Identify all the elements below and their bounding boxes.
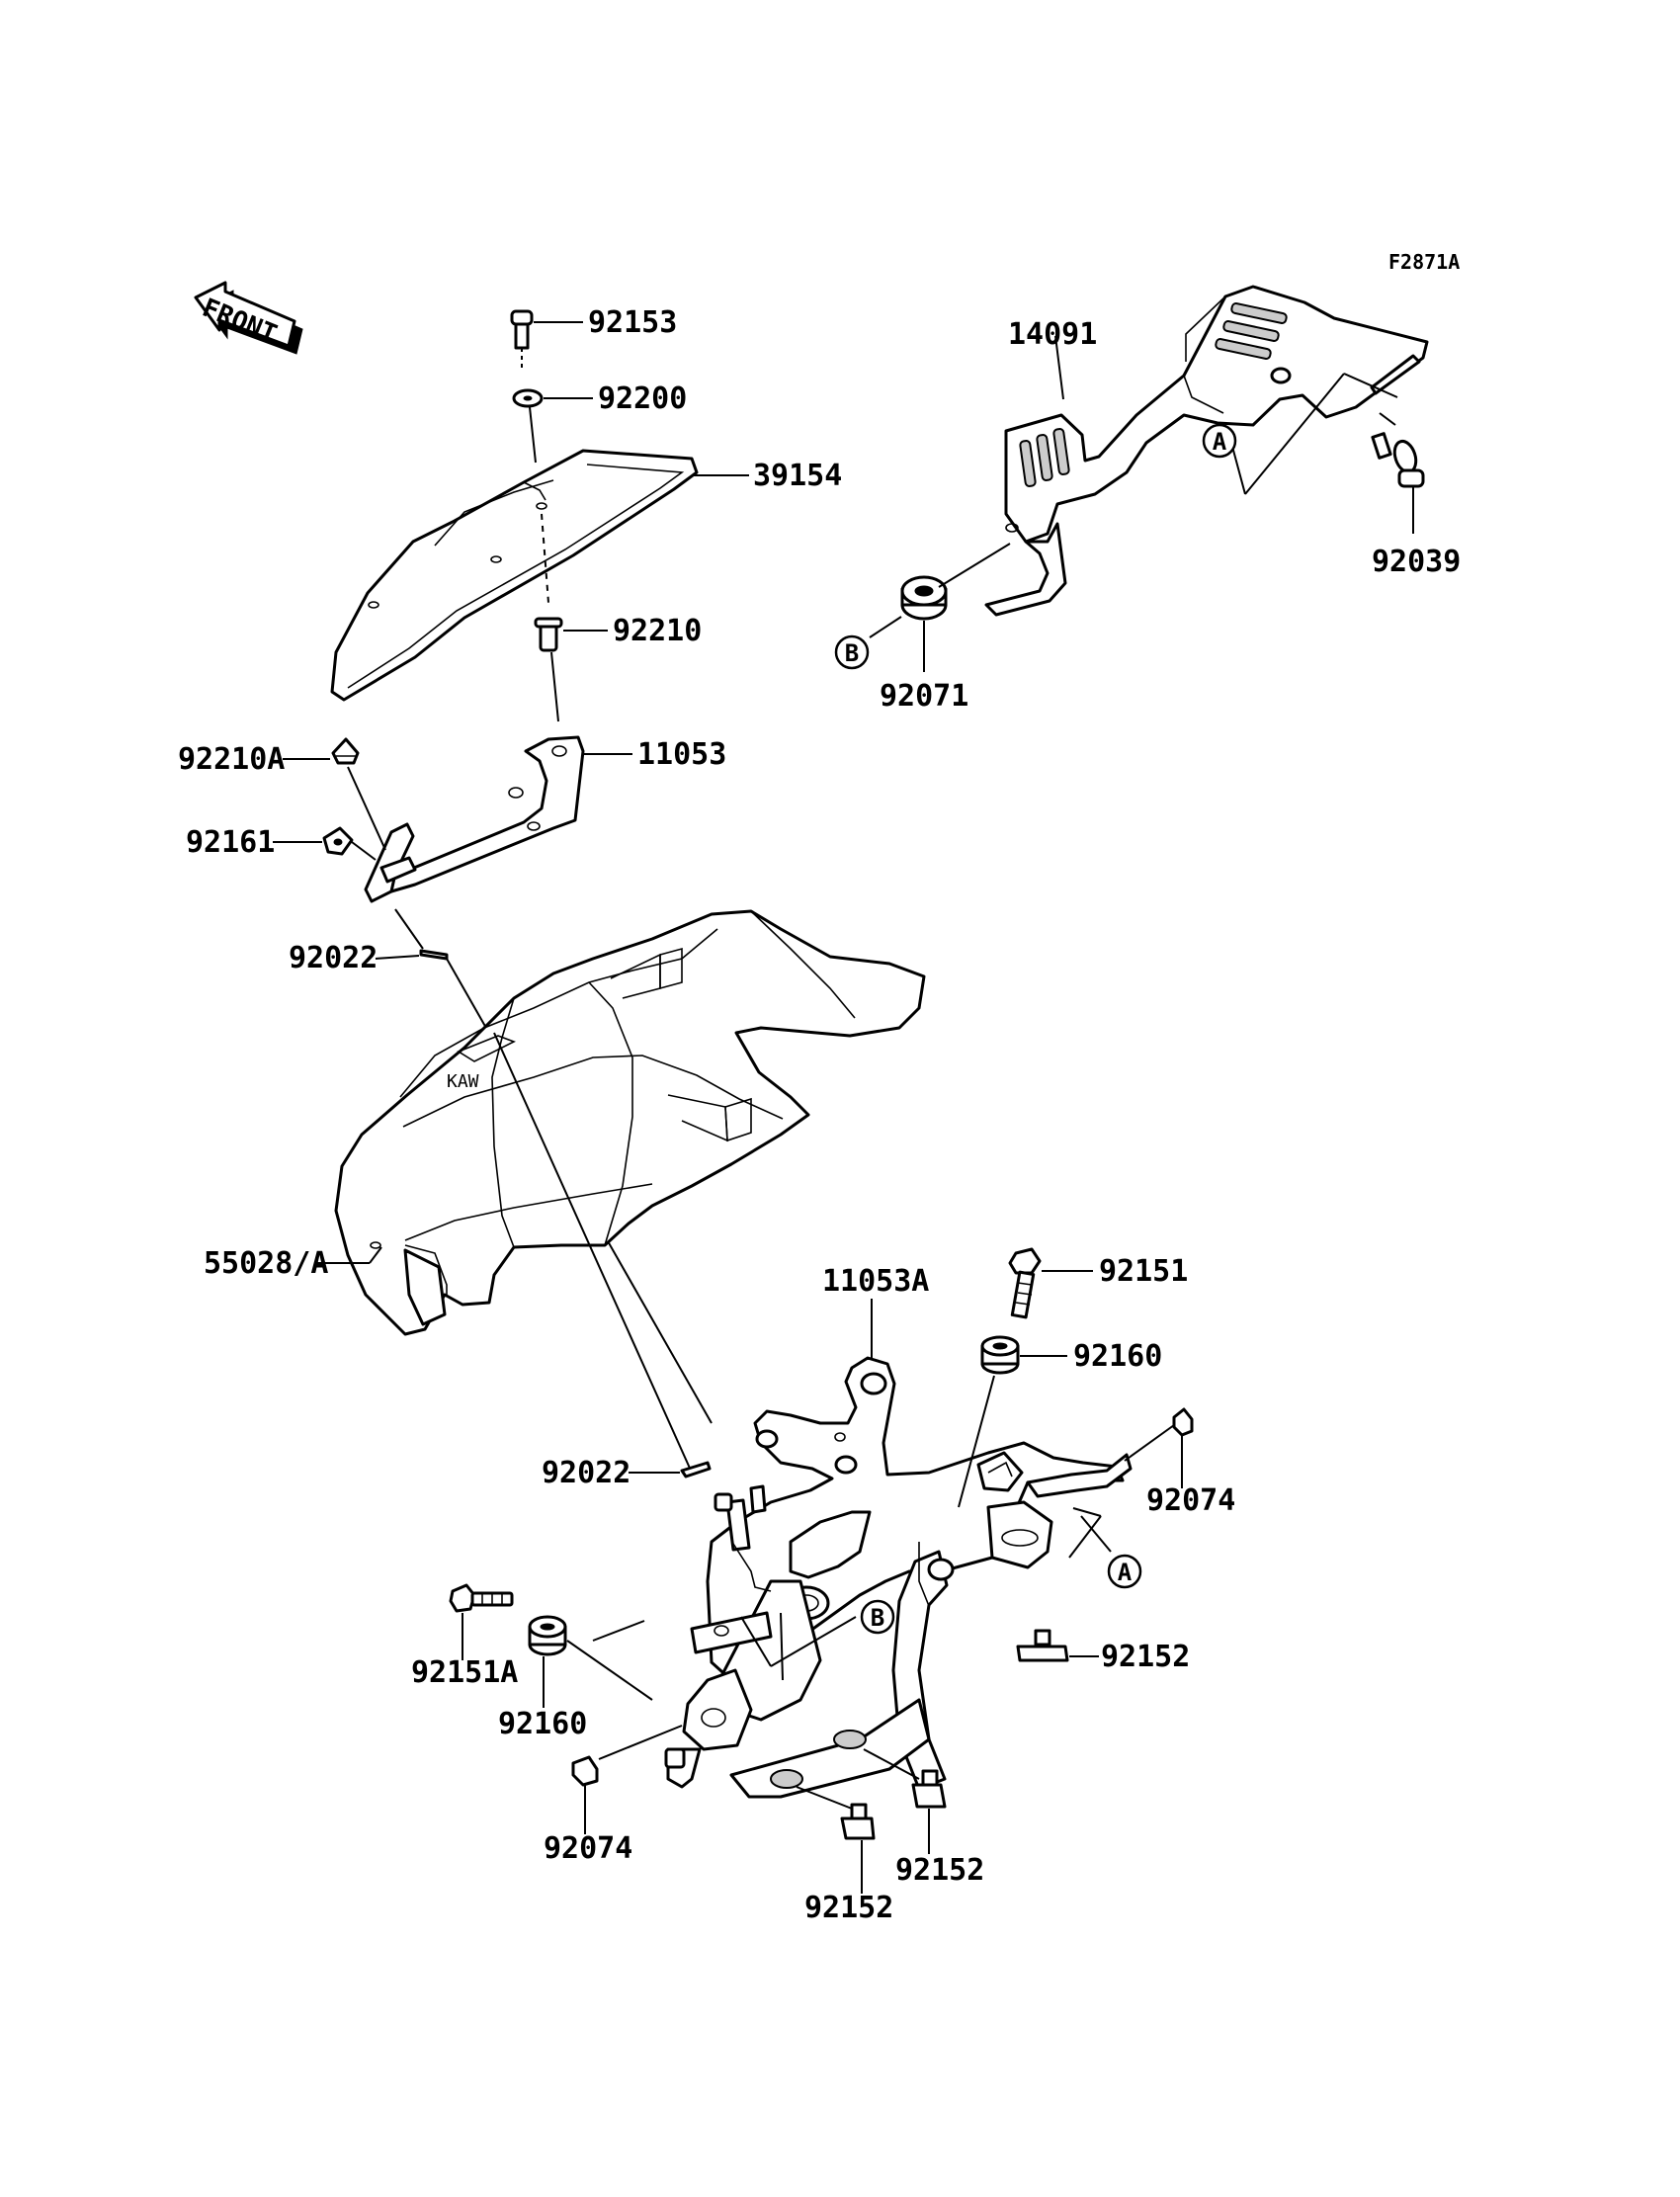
callout-92210A: 92210A (178, 742, 285, 777)
clip-92022-upper (419, 949, 449, 961)
svg-text:B: B (845, 639, 859, 667)
callout-11053A: 11053A (822, 1264, 929, 1299)
svg-text:KAW: KAW (447, 1071, 479, 1092)
grommet-92071 (900, 575, 948, 621)
marker-line-B2 (740, 1612, 857, 1681)
svg-text:A: A (1118, 1559, 1133, 1586)
upper-cowl-55028A: KAW (334, 909, 926, 1336)
figure-code: F2871A (1388, 250, 1460, 274)
screw-92151A (449, 1583, 514, 1613)
callout-92152-center: 92152 (895, 1853, 984, 1888)
marker-A-upper: A (1202, 423, 1237, 459)
svg-text:B: B (871, 1604, 884, 1632)
screw-92153 (510, 309, 534, 368)
screw-92152-bottom (840, 1803, 876, 1840)
marker-line-A2 (1068, 1507, 1112, 1559)
callout-92022-upper: 92022 (289, 941, 378, 975)
clip-92039 (1371, 432, 1425, 534)
inner-cover-14091 (984, 285, 1429, 617)
callout-92074-lower: 92074 (544, 1831, 632, 1866)
svg-text:A: A (1213, 428, 1227, 456)
front-direction-arrow: FRONT (194, 281, 303, 355)
screw-92151 (1008, 1247, 1042, 1319)
callout-92022-lower: 92022 (542, 1456, 630, 1490)
bracket-11053 (364, 735, 585, 903)
callout-92153: 92153 (588, 305, 677, 340)
grommet-92160-lower (528, 1615, 567, 1656)
callout-92160-lower: 92160 (498, 1707, 587, 1741)
screw-92152-right (1016, 1629, 1069, 1662)
nut-92161 (322, 826, 354, 856)
callout-92151A: 92151A (411, 1655, 518, 1690)
grommet-92160-upper (980, 1335, 1020, 1375)
marker-B-lower: B (860, 1599, 895, 1635)
callout-92200: 92200 (598, 381, 687, 416)
callout-92074-upper: 92074 (1146, 1483, 1235, 1518)
clip-nut-92210A (331, 737, 360, 765)
callout-55028A: 55028/A (204, 1246, 328, 1281)
nut-92074-lower (571, 1755, 599, 1787)
callout-39154: 39154 (753, 459, 842, 493)
marker-B-upper: B (834, 634, 870, 670)
callout-92152-right: 92152 (1101, 1640, 1190, 1674)
marker-A-lower: A (1107, 1554, 1142, 1589)
clip-92022-lower (680, 1461, 712, 1479)
callout-14091: 14091 (1008, 317, 1097, 352)
callout-11053: 11053 (637, 737, 726, 772)
callout-92039: 92039 (1372, 545, 1461, 579)
windshield-39154 (330, 449, 699, 702)
nut-92074-upper (1172, 1407, 1194, 1437)
callout-92160-upper: 92160 (1073, 1339, 1162, 1374)
callout-92152-bottom: 92152 (804, 1891, 893, 1925)
washer-92200 (512, 388, 544, 408)
stay-11053A (664, 1356, 1133, 1799)
callout-92151: 92151 (1099, 1254, 1188, 1289)
callout-92210: 92210 (613, 614, 702, 648)
callout-92071: 92071 (880, 679, 968, 714)
screw-92152-center (911, 1769, 947, 1809)
callout-92161: 92161 (186, 825, 275, 860)
grommet-92210 (534, 617, 563, 652)
